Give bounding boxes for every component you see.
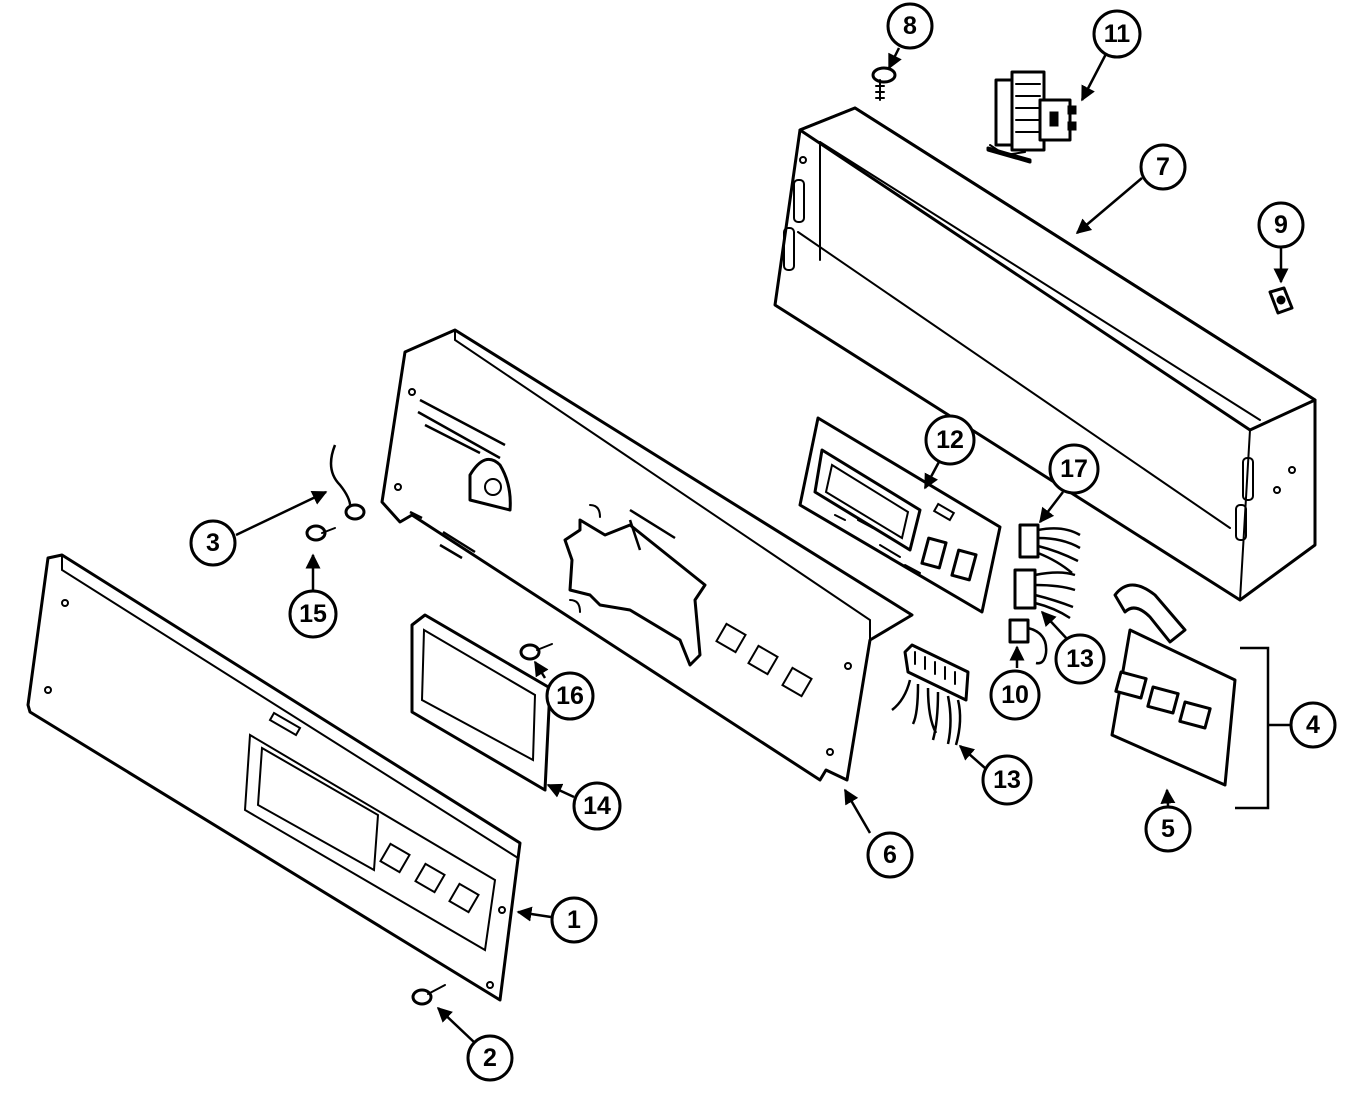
svg-text:12: 12 — [936, 426, 964, 454]
part-8-screw — [871, 66, 897, 101]
svg-text:10: 10 — [1001, 681, 1029, 709]
part-13-lower-harness — [891, 643, 970, 746]
svg-text:13: 13 — [1066, 645, 1094, 673]
callout-11: 11 — [1092, 9, 1142, 59]
svg-text:1: 1 — [567, 906, 581, 934]
callout-13-upper: 13 — [1054, 633, 1106, 685]
part-1-control-panel — [26, 553, 522, 1002]
callout-9: 9 — [1257, 201, 1305, 249]
svg-text:7: 7 — [1156, 153, 1170, 181]
callout-2: 2 — [466, 1034, 514, 1082]
svg-text:5: 5 — [1161, 815, 1175, 843]
part-3-ground-wire — [329, 444, 366, 521]
svg-text:17: 17 — [1060, 455, 1088, 483]
part-12-control-board — [798, 416, 1002, 614]
callout-3: 3 — [189, 519, 237, 567]
part-13-upper-harness — [1013, 568, 1076, 620]
callout-13-lower: 13 — [981, 754, 1033, 806]
callout-12: 12 — [924, 414, 976, 466]
svg-text:11: 11 — [1104, 20, 1131, 48]
svg-text:2: 2 — [483, 1044, 497, 1072]
svg-text:4: 4 — [1306, 711, 1320, 739]
part-10-terminal — [1008, 618, 1048, 665]
svg-text:16: 16 — [556, 682, 584, 710]
part-11-transformer — [986, 70, 1077, 164]
svg-text:13: 13 — [993, 766, 1021, 794]
part-14-display-lens — [410, 613, 552, 792]
callout-1: 1 — [550, 896, 598, 944]
callout-7: 7 — [1139, 143, 1187, 191]
svg-text:3: 3 — [206, 529, 220, 557]
callout-10: 10 — [989, 669, 1041, 721]
callout-14: 14 — [572, 781, 622, 831]
callout-17: 17 — [1048, 443, 1100, 495]
part-4-keypad-assembly — [1110, 583, 1237, 787]
part-6-mounting-plate — [380, 328, 914, 782]
callout-4: 4 — [1289, 701, 1337, 749]
callout-8: 8 — [886, 2, 934, 50]
part-2-screw — [411, 984, 446, 1006]
part-15-push-pin — [305, 524, 336, 542]
part-7-rear-housing — [773, 106, 1317, 602]
part-16-push-pin — [519, 643, 553, 661]
leader-lines — [235, 47, 1289, 1044]
svg-text:14: 14 — [583, 792, 611, 820]
part-9-clip-nut — [1268, 286, 1294, 315]
callout-15: 15 — [288, 589, 338, 639]
svg-text:8: 8 — [903, 12, 917, 40]
svg-text:6: 6 — [883, 841, 897, 869]
svg-text:9: 9 — [1274, 211, 1288, 239]
callout-5: 5 — [1144, 805, 1192, 853]
svg-text:15: 15 — [299, 600, 327, 628]
callout-6: 6 — [866, 831, 914, 879]
part-17-connector — [1018, 523, 1081, 574]
callout-16: 16 — [545, 671, 595, 721]
